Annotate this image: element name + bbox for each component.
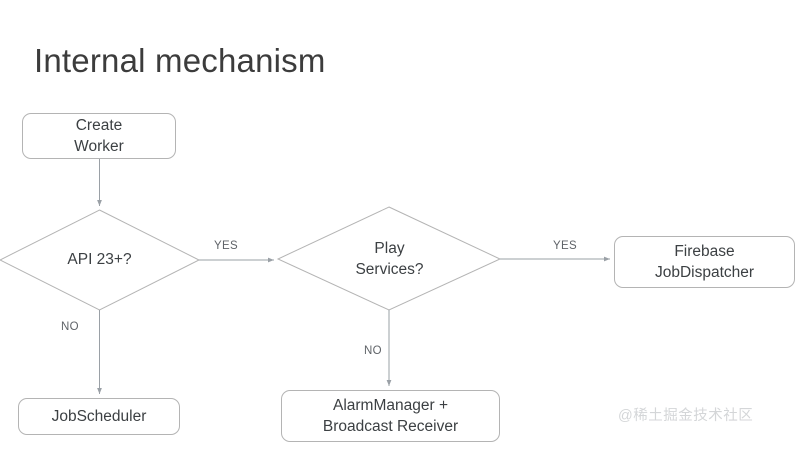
watermark: @稀土掘金技术社区 [618, 408, 754, 424]
node-alarmmanager-line-2: Broadcast Receiver [322, 418, 459, 435]
node-decision-play-services-line-1: Play [374, 240, 405, 257]
node-decision-api-23-label: API 23+? [67, 251, 132, 268]
page-title: Internal mechanism [34, 42, 326, 79]
node-decision-play-services-line-2: Services? [355, 261, 424, 278]
node-decision-play-services[interactable]: Play Services? [279, 238, 500, 280]
node-jobscheduler-label: JobScheduler [51, 408, 147, 425]
node-firebase-jobdispatcher[interactable]: Firebase JobDispatcher [614, 236, 795, 288]
node-firebase-line-2: JobDispatcher [654, 264, 755, 281]
node-create-worker-line-1: Create [75, 117, 123, 134]
node-firebase-line-1: Firebase [674, 243, 735, 260]
edge-label-no-api-23: NO [61, 321, 79, 333]
node-alarmmanager-line-1: AlarmManager + [332, 397, 448, 414]
node-jobscheduler[interactable]: JobScheduler [18, 398, 180, 435]
node-decision-api-23[interactable]: API 23+? [0, 249, 199, 270]
node-create-worker[interactable]: Create Worker [22, 113, 176, 159]
node-alarmmanager[interactable]: AlarmManager + Broadcast Receiver [281, 390, 500, 442]
edge-label-no-play-services: NO [364, 345, 382, 357]
edge-label-yes-play-services: YES [553, 240, 577, 252]
edge-label-yes-api-23: YES [214, 240, 238, 252]
node-create-worker-line-2: Worker [74, 138, 124, 155]
